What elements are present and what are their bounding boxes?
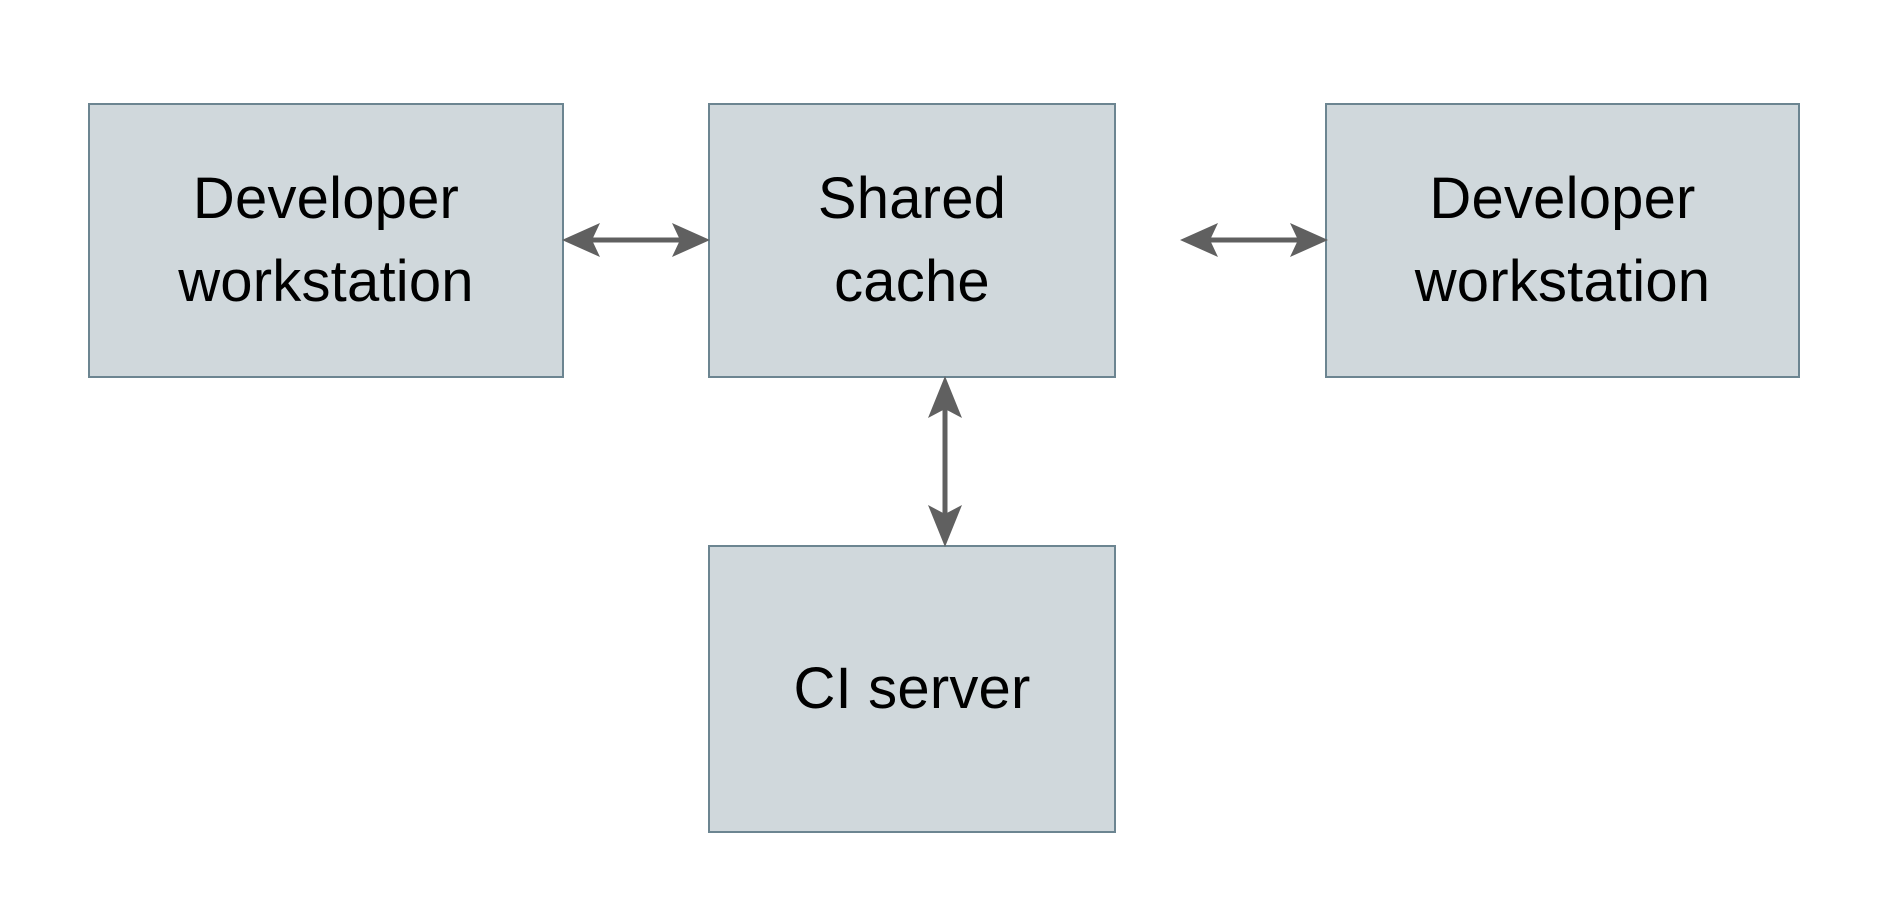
arrowhead-right-icon	[672, 223, 710, 257]
node-shared-cache[interactable]: Shared cache	[708, 103, 1116, 378]
node-label: CI server	[793, 655, 1031, 721]
node-label: Shared cache	[817, 166, 1007, 314]
arrowhead-left-icon	[1180, 223, 1218, 257]
arrowhead-down-icon	[928, 505, 962, 547]
arrowhead-left-icon	[562, 223, 600, 257]
node-ci-server[interactable]: CI server	[708, 545, 1116, 833]
edge-shared-cache-to-right-workstation	[1180, 223, 1328, 257]
node-label: Developer workstation	[178, 166, 474, 314]
arrowhead-right-icon	[1290, 223, 1328, 257]
node-label: Developer workstation	[1414, 166, 1711, 314]
edge-left-workstation-to-shared-cache	[562, 223, 710, 257]
arrowhead-up-icon	[928, 376, 962, 418]
node-developer-workstation-right[interactable]: Developer workstation	[1325, 103, 1800, 378]
edge-shared-cache-to-ci-server	[928, 376, 962, 547]
node-developer-workstation-left[interactable]: Developer workstation	[88, 103, 564, 378]
